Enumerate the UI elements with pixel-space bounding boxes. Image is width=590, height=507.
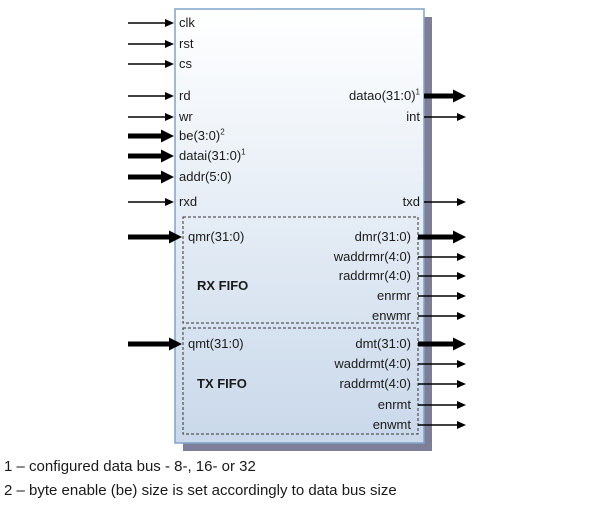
output-arrow-tx-4 (418, 421, 466, 429)
output-arrow-tx-2 (418, 380, 466, 388)
signal-label-dmr: dmr(31:0) (354, 229, 411, 244)
footnote-ref: 2 (220, 127, 225, 137)
input-arrow-rd (128, 92, 174, 100)
output-arrow-datao (424, 89, 466, 103)
signal-label-int: int (406, 109, 420, 124)
signal-label-enrmr: enrmr (377, 288, 411, 303)
tx-fifo-box (182, 327, 419, 435)
signal-label-rd: rd (179, 88, 191, 103)
output-arrow-rx-0 (418, 230, 466, 244)
signal-label-enrmt: enrmt (377, 397, 411, 412)
input-arrow-be (128, 129, 174, 143)
signal-arrows (128, 19, 466, 429)
signal-label-wr: wr (179, 109, 193, 124)
signal-label-cs: cs (179, 56, 192, 71)
signal-label-datai: datai(31:0)1 (179, 147, 246, 163)
signal-label-enwmr: enwmr (371, 308, 411, 323)
module-block (174, 8, 425, 444)
tx-fifo-title: TX FIFO (197, 376, 247, 391)
output-arrow-rx-3 (418, 292, 466, 300)
input-arrow-addr (128, 170, 174, 184)
signal-label-addr: addr(5:0) (179, 169, 232, 184)
signal-label-waddrmr: waddrmr(4:0) (333, 249, 411, 264)
output-arrow-rx-1 (418, 253, 466, 261)
input-arrow-clk (128, 19, 174, 27)
signal-label-be: be(3:0)2 (179, 127, 225, 143)
signal-label-qmt: qmt(31:0) (188, 336, 244, 351)
footnote-ref: 1 (415, 87, 420, 97)
signal-label-rxd: rxd (179, 194, 198, 209)
signal-label-clk: clk (179, 15, 195, 30)
output-arrow-tx-1 (418, 360, 466, 368)
output-arrow-txd (424, 198, 466, 206)
footnote-1: 1 – configured data bus - 8-, 16- or 32 (4, 458, 256, 475)
signal-label-raddrmr: raddrmr(4:0) (338, 268, 411, 283)
footnote-2: 2 – byte enable (be) size is set accordi… (4, 482, 397, 499)
signal-label-datao: datao(31:0)1 (349, 87, 420, 103)
rx-fifo-box (182, 216, 419, 324)
signal-label-rst: rst (179, 36, 194, 51)
input-arrow-wr (128, 113, 174, 121)
output-arrow-rx-2 (418, 272, 466, 280)
input-arrow-rst (128, 40, 174, 48)
output-arrow-tx-0 (418, 337, 466, 351)
signal-label-enwmt: enwmt (372, 417, 411, 432)
signal-label-txd: txd (402, 194, 420, 209)
signal-label-waddrmt: waddrmt(4:0) (334, 356, 411, 371)
input-arrow-datai (128, 149, 174, 163)
signal-label-raddrmt: raddrmt(4:0) (339, 376, 411, 391)
signal-label-qmr: qmr(31:0) (188, 229, 245, 244)
rx-fifo-title: RX FIFO (197, 278, 249, 293)
input-arrow-rxd (128, 198, 174, 206)
output-arrow-int (424, 113, 466, 121)
input-arrow-qmr (128, 230, 182, 244)
signal-label-dmt: dmt(31:0) (355, 336, 411, 351)
output-arrow-tx-3 (418, 401, 466, 409)
input-arrow-cs (128, 60, 174, 68)
footnote-ref: 1 (241, 147, 246, 157)
input-arrow-qmt (128, 337, 182, 351)
output-arrow-rx-4 (418, 312, 466, 320)
